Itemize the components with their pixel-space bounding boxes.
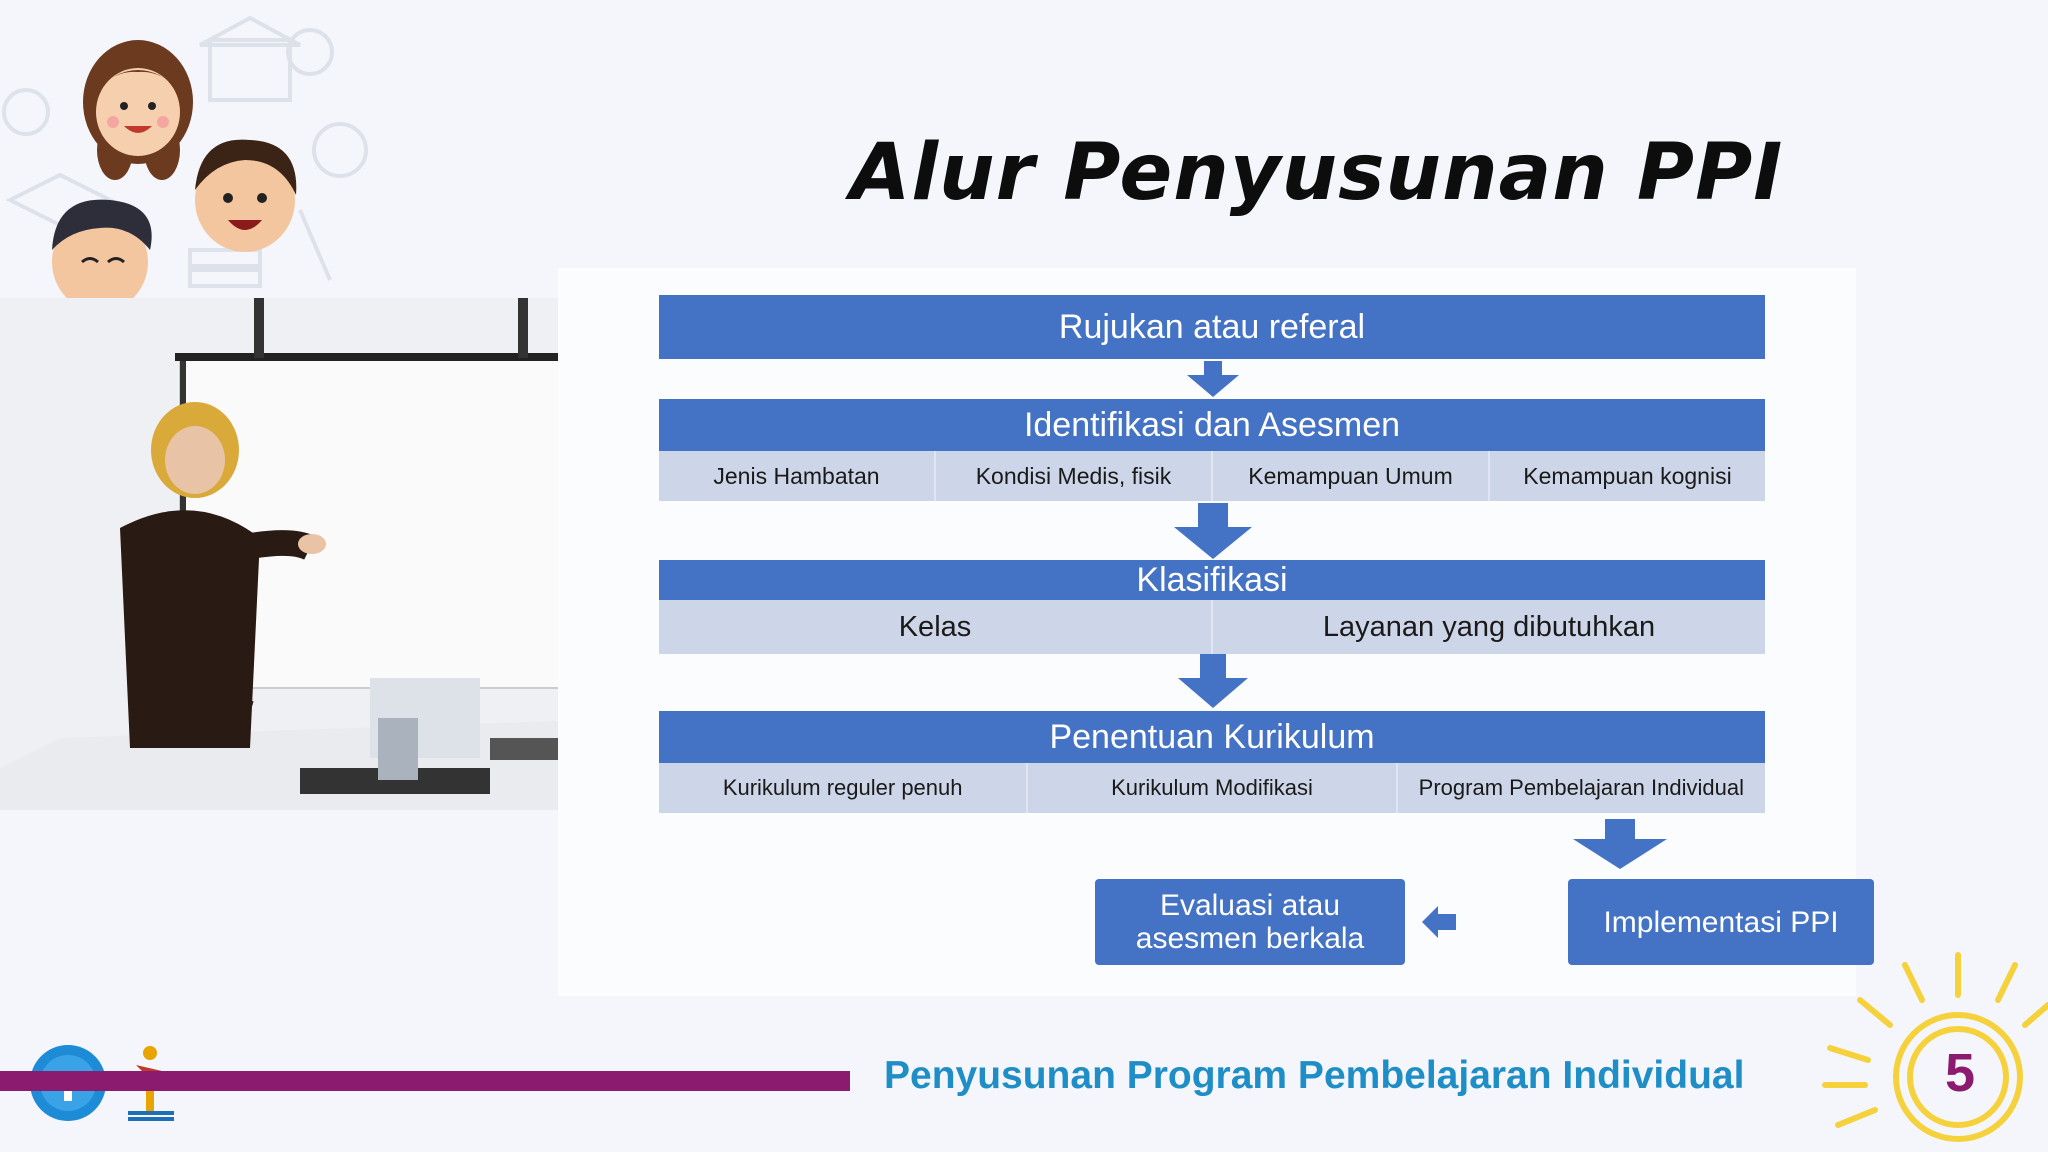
slide-title: Alur Penyusunan PPI [850, 128, 1784, 218]
evaluasi-label-line1: Evaluasi atau [1159, 889, 1341, 922]
arrow-down-icon [1573, 819, 1667, 869]
curriculum-items: Kurikulum reguler penuh Kurikulum Modifi… [659, 763, 1765, 813]
flask-icon [286, 28, 334, 76]
page-number: 5 [1944, 1043, 1976, 1103]
step-identification-label: Identifikasi dan Asesmen [1023, 405, 1401, 444]
arrow-down-icon [1174, 503, 1252, 559]
item-kemampuan-umum: Kemampuan Umum [1213, 451, 1490, 501]
step-curriculum: Penentuan Kurikulum [659, 711, 1765, 763]
microscope-icon [298, 209, 332, 281]
sun-icon [1822, 952, 2048, 1142]
teacher-photo [0, 298, 646, 810]
boy-face-icon [195, 139, 297, 252]
item-jenis-hambatan: Jenis Hambatan [659, 451, 936, 501]
item-kelas: Kelas [659, 600, 1213, 654]
brain-icon [312, 122, 368, 178]
item-kemampuan-kognisi: Kemampuan kognisi [1523, 462, 1732, 489]
item-kurikulum-reguler: Kurikulum reguler penuh [659, 763, 1029, 813]
evaluasi-label-line2: asesmen berkala [1135, 922, 1365, 955]
kids-illustration [2, 15, 368, 298]
item-layanan: Layanan yang dibutuhkan [1322, 610, 1656, 643]
books-icon [188, 248, 262, 268]
evaluasi-box: Evaluasi atau asesmen berkala [1095, 879, 1405, 965]
footer-bar [0, 1071, 850, 1091]
implementasi-box: Implementasi PPI [1568, 879, 1874, 965]
identification-items: Jenis Hambatan Kondisi Medis, fisik Kema… [659, 451, 1765, 501]
classification-items: Kelas Layanan yang dibutuhkan [659, 600, 1765, 654]
step-curriculum-label: Penentuan Kurikulum [1049, 717, 1375, 756]
arrow-down-icon [1187, 361, 1239, 397]
step-referral-label: Rujukan atau referal [1058, 307, 1366, 346]
boy-face-icon [52, 199, 152, 298]
bank-icon [208, 38, 292, 102]
arrow-left-icon [1422, 906, 1456, 938]
mug [378, 718, 418, 780]
step-classification-label: Klasifikasi [1136, 560, 1288, 599]
item-kondisi-medis: Kondisi Medis, fisik [936, 451, 1213, 501]
girl-face-icon [83, 40, 193, 180]
step-identification: Identifikasi dan Asesmen [659, 399, 1765, 451]
bank-roof-icon [199, 15, 301, 47]
item-ppi: Program Pembelajaran Individual [1418, 775, 1744, 800]
step-referral: Rujukan atau referal [659, 295, 1765, 359]
lightbulb-icon [2, 88, 50, 136]
implementasi-label: Implementasi PPI [1603, 905, 1839, 939]
item-kurikulum-modifikasi: Kurikulum Modifikasi [1028, 763, 1398, 813]
arrow-down-icon [1178, 654, 1248, 708]
step-classification: Klasifikasi [659, 560, 1765, 600]
flow-diagram: Rujukan atau referal Identifikasi dan As… [558, 268, 1874, 996]
footer-title: Penyusunan Program Pembelajaran Individu… [884, 1054, 1745, 1097]
